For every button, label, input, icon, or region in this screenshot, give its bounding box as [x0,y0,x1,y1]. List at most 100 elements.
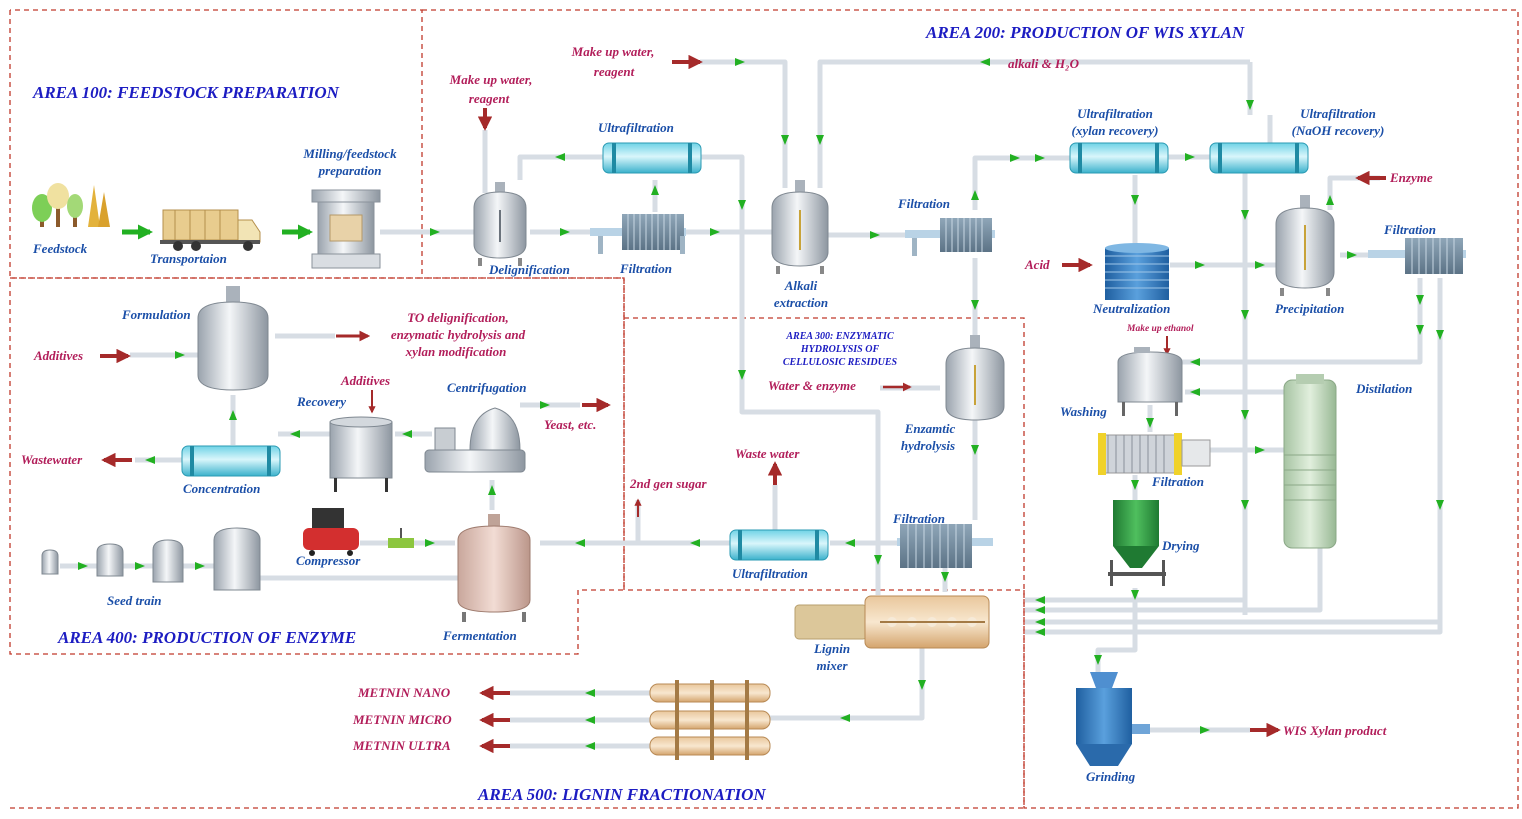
flow-arrow [1436,500,1444,510]
flow-arrow [560,228,570,236]
area-200-title: AREA 200: PRODUCTION OF WIS XYLAN [925,23,1245,42]
to-delig-label-line2: enzymatic hydrolysis and [391,327,526,342]
concentration-label: Concentration [183,481,260,496]
flow-arrow [145,456,155,464]
seed-train-icon [41,527,261,591]
area-300-title-line1: AREA 300: ENZYMATIC [785,331,894,342]
grinder-icon [1076,672,1150,766]
lignin-mixer-label-line1: Lignin [813,641,850,656]
ultrafiltration-module-icon [1209,142,1309,174]
reactor-icon [771,180,829,274]
enzymatic-hydrolysis-label-line1: Enzamtic [904,421,956,436]
area-300-border [624,317,1025,808]
mixer-icon [794,595,990,649]
uf-naoh-label-line1: Ultrafiltration [1300,106,1376,121]
flow-arrow [1190,358,1200,366]
flow-arrow [1200,726,1210,734]
flow-arrow [1241,500,1249,510]
flow-arrow [402,430,412,438]
waste-water-label: Waste water [735,446,800,461]
filtration-label-1: Filtration [619,261,672,276]
io-arrows [100,54,1386,754]
alkali-extraction-label-line2: extraction [774,295,828,310]
filtration-label-5: Filtration [892,511,945,526]
flow-arrow [1035,628,1045,636]
flow-arrow [971,190,979,200]
flow-arrow [1035,618,1045,626]
flow-arrow [1326,195,1334,205]
area-100-title: AREA 100: FEEDSTOCK PREPARATION [32,83,340,102]
flow-arrow [980,58,990,66]
yeast-label: Yeast, etc. [544,417,596,432]
area-400-title: AREA 400: PRODUCTION OF ENZYME [57,628,356,647]
flow-arrow [1131,195,1139,205]
reactor-icon [1275,195,1335,296]
flow-arrow [585,689,595,697]
feedstock-label: Feedstock [32,241,88,256]
wastewater-label: Wastewater [21,452,83,467]
grinding-label: Grinding [1086,769,1136,784]
fermentation-label: Fermentation [442,628,517,643]
flow-arrow [1347,251,1357,259]
truck-icon [160,209,261,251]
transportation-label: Transportaion [150,251,227,266]
flow-arrow [1255,446,1265,454]
flow-arrow [1035,606,1045,614]
uf-xylan-label-line1: Ultrafiltration [1077,106,1153,121]
flow-arrow [1094,655,1102,665]
wis-xylan-product-label: WIS Xylan product [1283,723,1387,738]
delignification-label: Delignification [488,262,570,277]
filter-press-icon [897,524,993,568]
fractionation-unit-icon [649,680,771,760]
flow-arrow [1241,310,1249,320]
flow-arrow [1241,410,1249,420]
flow-arrow [195,562,205,570]
flow-arrow [870,231,880,239]
filtration-label-3: Filtration [1383,222,1436,237]
makeup-water-label-1-line2: reagent [469,91,510,106]
flow-arrows [78,58,1444,750]
flow-arrow [290,430,300,438]
flow-arrow [1195,261,1205,269]
ultrafiltration-module-icon [602,142,702,174]
flow-arrow [585,716,595,724]
flow-arrow [1241,210,1249,220]
flow-arrow [1416,295,1424,305]
filter-press-icon [1368,238,1466,274]
flow-arrow [1185,153,1195,161]
flow-arrow [585,742,595,750]
flow-arrow [816,135,824,145]
alkali-extraction-label-line1: Alkali [784,278,818,293]
makeup-water-label-2-line1: Make up water, [571,44,655,59]
enzymatic-hydrolysis-label-line2: hydrolysis [901,438,955,453]
flow-arrow [651,185,659,195]
acid-label: Acid [1024,257,1050,272]
flow-arrow [971,445,979,455]
compressor-icon [303,508,359,556]
flow-arrow [1255,261,1265,269]
dryer-icon [1108,500,1166,586]
flow-arrow [735,58,745,66]
reactor-icon [473,182,527,266]
flow-arrow [710,228,720,236]
filter-press-icon [905,218,995,256]
distilation-label: Distilation [1355,381,1412,396]
area-300-title-line2: HYDROLYSIS OF [800,344,880,355]
area-300-title-line3: CELLULOSIC RESIDUES [783,357,898,368]
area-borders [9,9,1519,809]
filtration-label-4: Filtration [1151,474,1204,489]
filter-press-icon [590,214,686,254]
column-icon [1283,374,1337,549]
milling-label-line1: Milling/feedstock [302,146,397,161]
flow-arrow [738,370,746,380]
flow-arrow [781,135,789,145]
flow-arrow [918,680,926,690]
precipitation-label: Precipitation [1275,301,1344,316]
ultrafiltration-label-1: Ultrafiltration [598,120,674,135]
flow-arrow [1035,596,1045,604]
makeup-ethanol-label: Make up ethanol [1126,324,1194,334]
tree-icon [32,183,110,227]
ultrafiltration-module-icon [181,445,281,477]
